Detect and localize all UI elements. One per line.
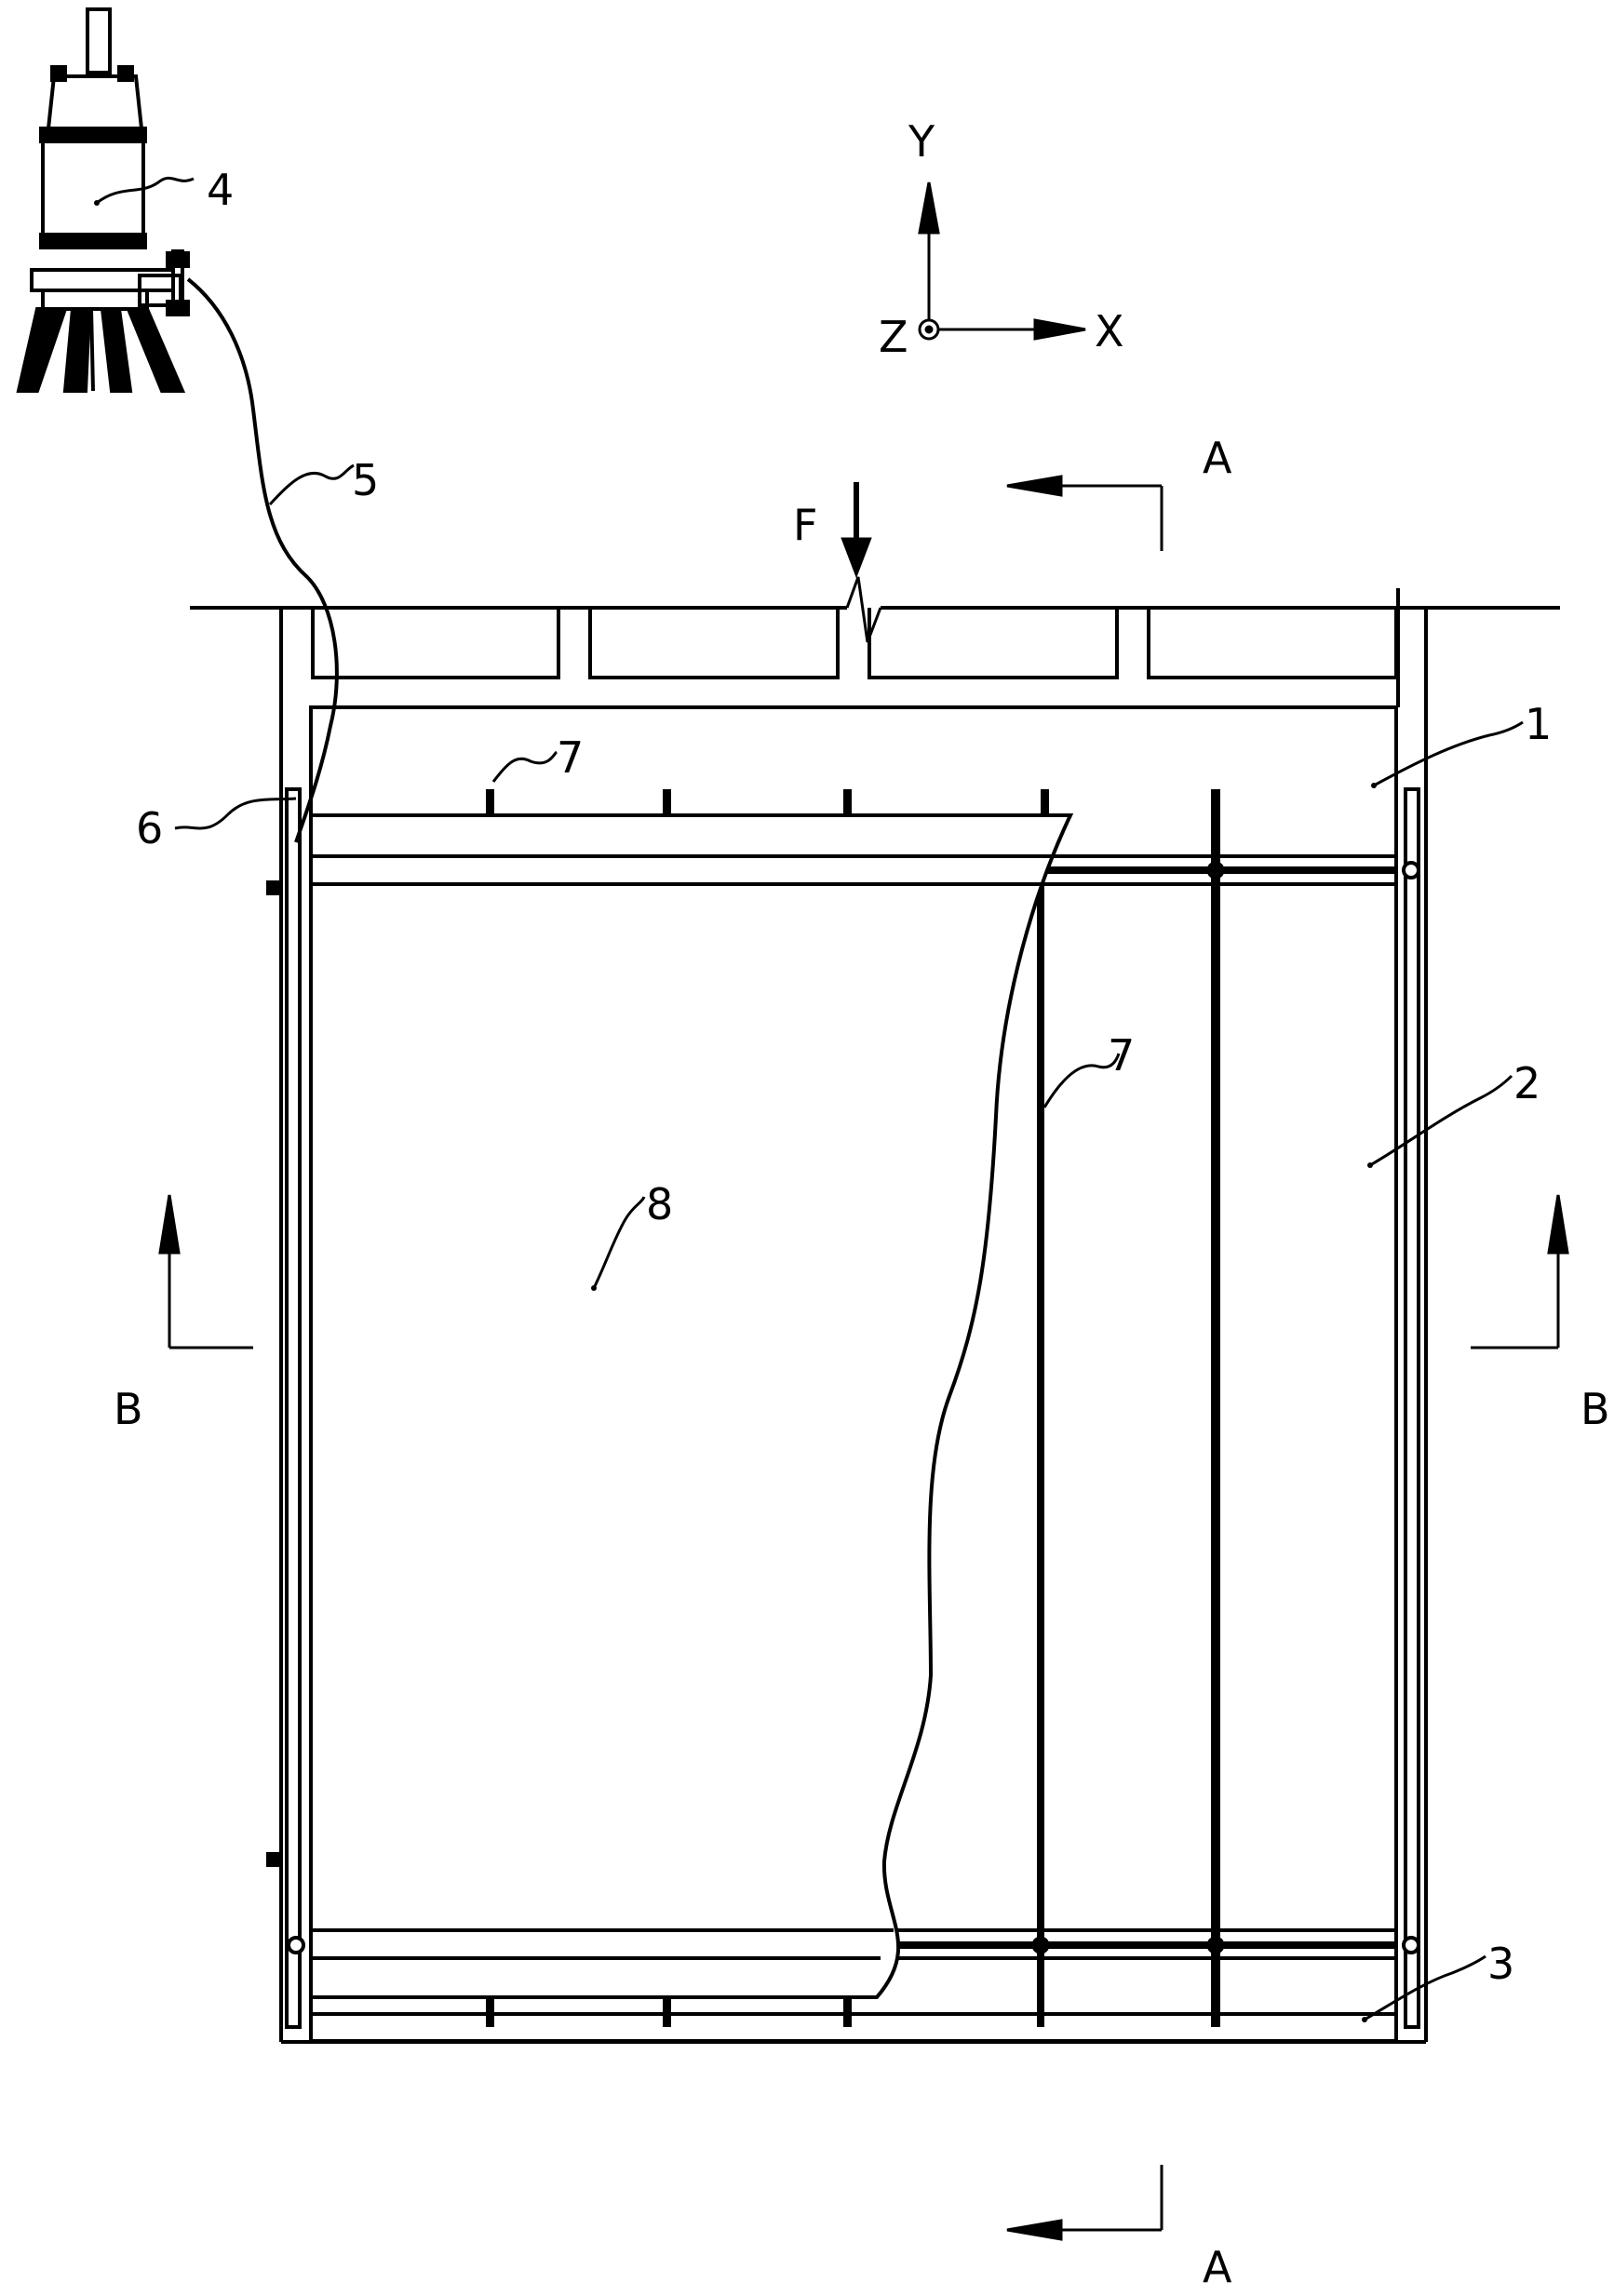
callout-dots [94,200,1377,2022]
section-mark-a-top [1006,475,1163,551]
section-label-a-top: A [1203,433,1232,483]
callout-7a: 7 [557,732,584,783]
force-label: F [793,500,817,550]
section-mark-b-right [1471,1194,1569,1349]
axis-label-x: X [1095,306,1124,356]
section-mark-b-left [158,1194,253,1349]
callout-2: 2 [1513,1058,1540,1108]
axis-label-y: Y [908,116,935,167]
callout-5: 5 [352,455,379,505]
callout-leaders [96,176,1524,2021]
coordinate-axes [918,181,1086,341]
membrane-sheet [309,813,1074,1999]
left-connectors [266,880,281,1867]
callout-1: 1 [1525,699,1552,749]
membrane-inner-lines [311,854,1052,1960]
top-chambers [311,608,1398,679]
axis-label-z: Z [879,312,908,362]
section-label-b-right: B [1580,1384,1610,1434]
callout-7b: 7 [1108,1030,1135,1081]
callout-6: 6 [136,803,163,853]
callout-4: 4 [207,165,234,215]
section-label-b-left: B [114,1384,143,1434]
callout-8: 8 [646,1179,673,1229]
studs [486,789,1049,2027]
pump [16,7,190,393]
section-mark-a-bottom [1006,2165,1163,2241]
hose [186,277,339,843]
callout-3: 3 [1487,1939,1514,1989]
force-arrow [841,482,872,579]
reinforcement-bars [287,789,1420,2027]
section-label-a-bottom: A [1203,2242,1232,2291]
